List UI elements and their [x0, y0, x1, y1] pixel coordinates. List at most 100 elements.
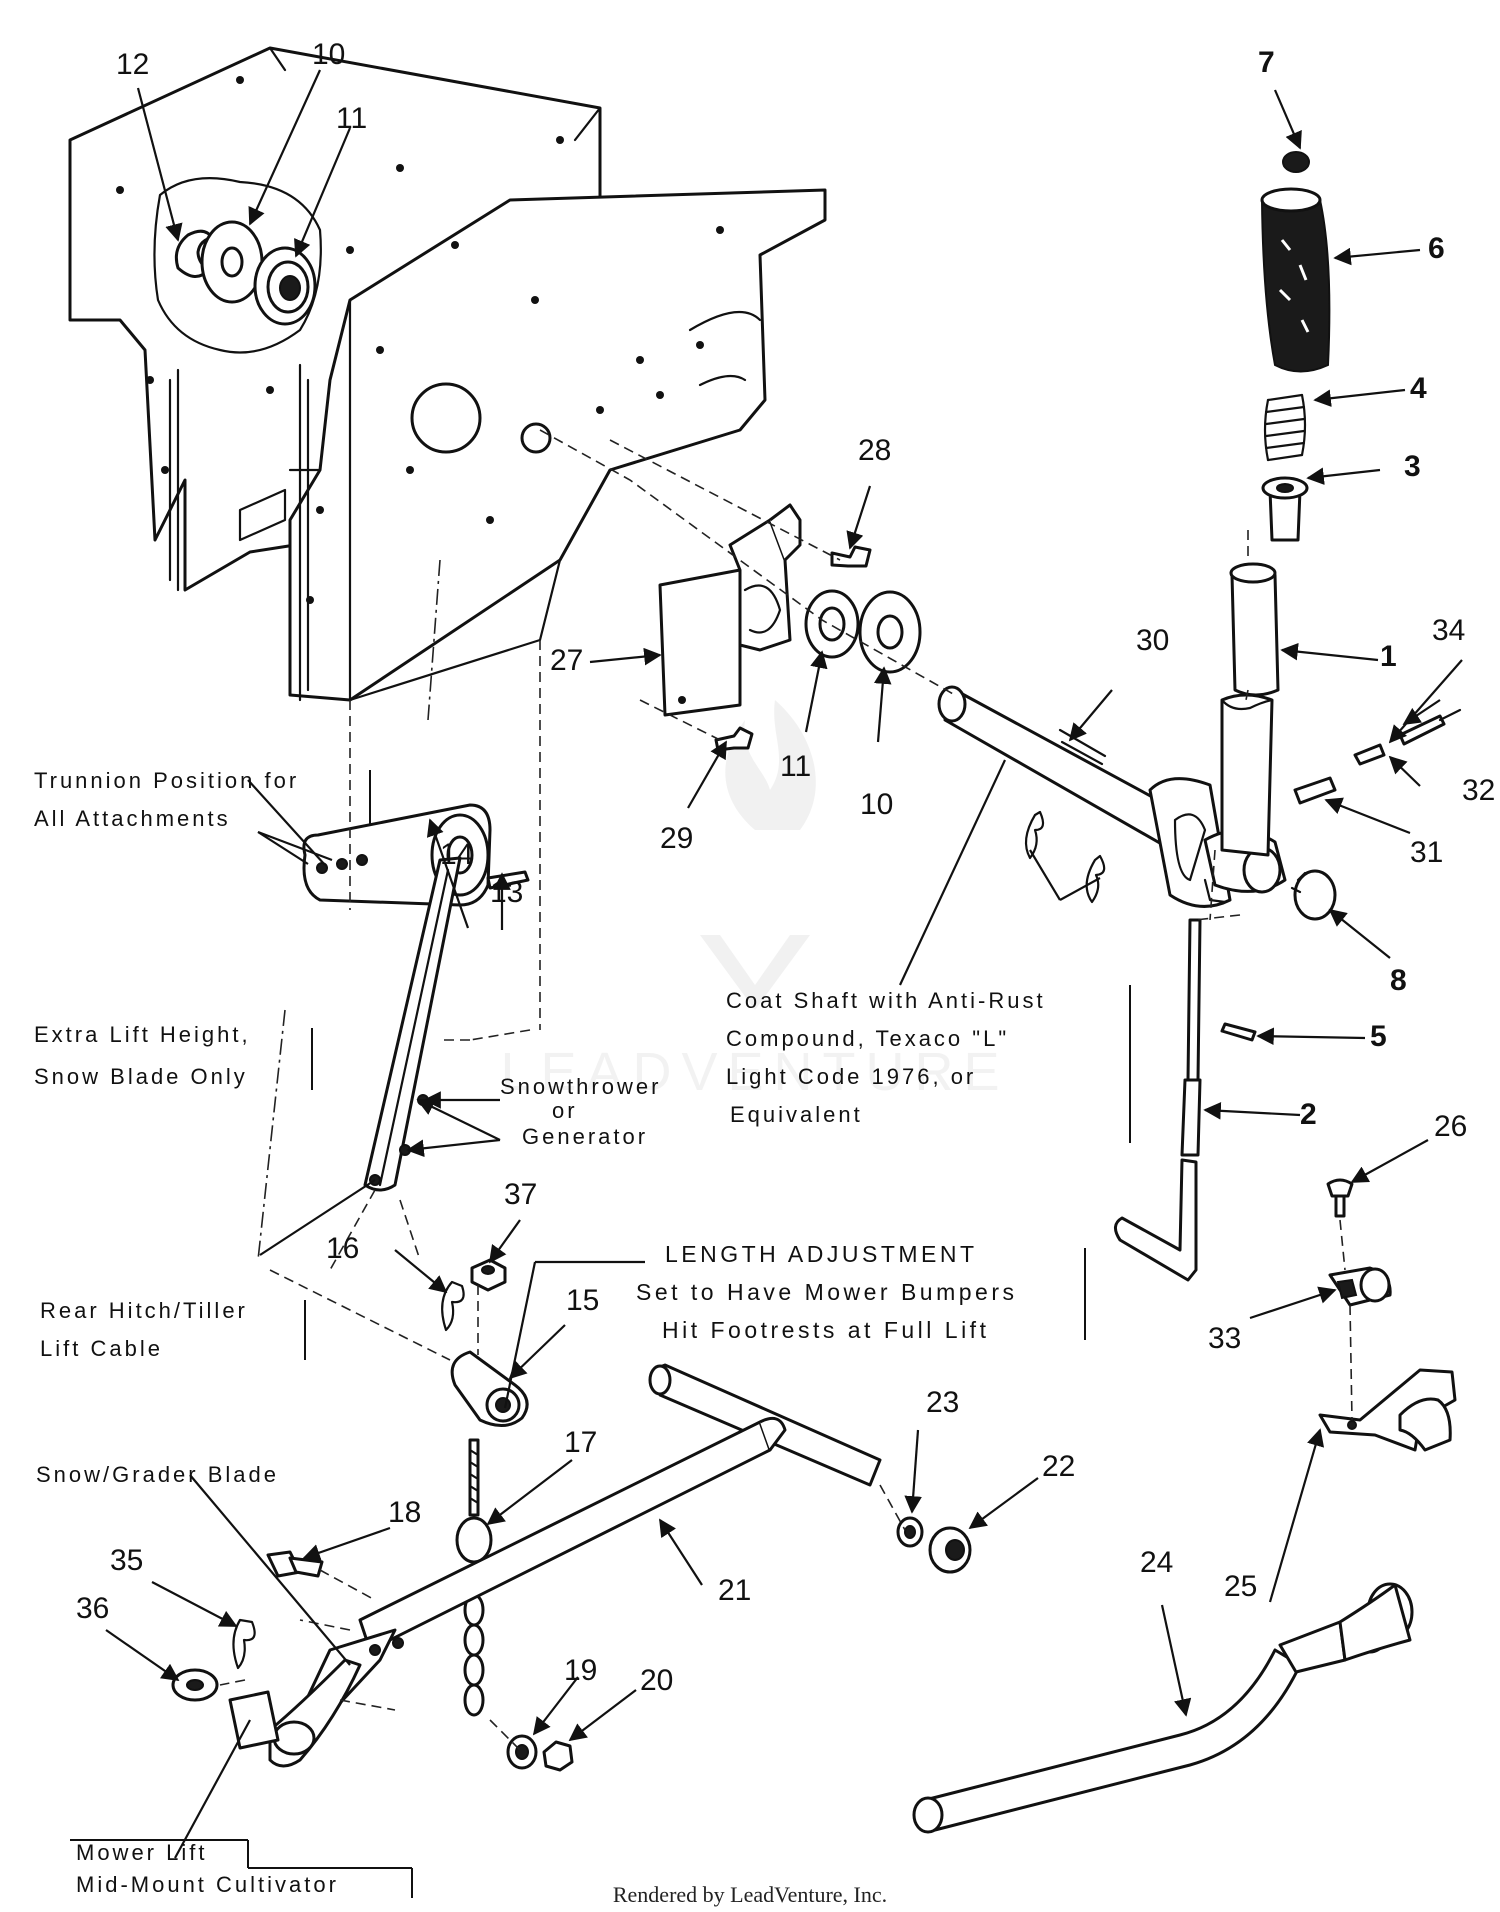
- callout-23: 23: [926, 1386, 959, 1419]
- note-coat-shaft-line4: Equivalent: [730, 1102, 863, 1127]
- callout-10-bracket: 10: [860, 788, 893, 821]
- callout-4: 4: [1410, 372, 1427, 405]
- note-length-adjust-line2: Set to Have Mower Bumpers: [636, 1279, 1018, 1305]
- callout-11-frame: 11: [336, 102, 367, 135]
- callout-16: 16: [326, 1232, 359, 1265]
- handle-grip-6: [1260, 187, 1331, 373]
- clip-23: [896, 1516, 924, 1548]
- callout-32: 32: [1462, 774, 1495, 807]
- callout-34: 34: [1432, 614, 1465, 647]
- nut-20: [542, 1740, 574, 1772]
- callout-12: 12: [116, 48, 149, 81]
- callout-3: 3: [1404, 450, 1421, 483]
- hairpin-16: [441, 1280, 465, 1332]
- watermark-flame-icon: [725, 700, 816, 830]
- note-extra-lift-line1: Extra Lift Height,: [34, 1022, 251, 1047]
- bushing-3: [1261, 476, 1309, 542]
- note-snowthrower-line1: Snowthrower: [500, 1074, 661, 1099]
- watermark: LEADVENTURE: [500, 700, 1009, 1102]
- callout-15: 15: [566, 1284, 599, 1317]
- credit-text: Rendered by LeadVenture, Inc.: [613, 1882, 887, 1907]
- lift-link-rod-2: [1114, 918, 1202, 1282]
- callout-14: 14: [440, 838, 473, 871]
- hairpin-clip-a: [1024, 810, 1045, 860]
- note-snow-grader: Snow/Grader Blade: [36, 1462, 279, 1487]
- note-coat-shaft-line1: Coat Shaft with Anti-Rust: [726, 988, 1046, 1013]
- frame-cutout-outline: [153, 177, 322, 354]
- callout-21: 21: [718, 1574, 751, 1607]
- mounting-bracket-27: [658, 503, 802, 717]
- lift-tube-24: [912, 1582, 1414, 1834]
- note-trunnion-line2: All Attachments: [34, 806, 231, 831]
- callout-31: 31: [1410, 836, 1443, 869]
- callout-numbers: 1 2 3 4 5 6 7 8 10 10 11 11 12 13 14 15 …: [76, 38, 1495, 1697]
- hairpin-clip-b: [1085, 854, 1106, 904]
- note-rear-hitch-line1: Rear Hitch/Tiller: [40, 1298, 248, 1323]
- note-coat-shaft-line3: Light Code 1976, or: [726, 1064, 976, 1089]
- watermark-text: LEADVENTURE: [500, 1042, 1009, 1102]
- bracket-25: [1318, 1368, 1457, 1452]
- note-mower-lift-line2: Mid-Mount Cultivator: [76, 1872, 339, 1897]
- frame-assembly: [68, 46, 827, 702]
- callout-5: 5: [1370, 1020, 1387, 1053]
- alignment-lines: [219, 429, 1353, 1751]
- note-extra-lift-line2: Snow Blade Only: [34, 1064, 248, 1089]
- callout-30: 30: [1136, 624, 1169, 657]
- callout-6: 6: [1428, 232, 1445, 265]
- clevis-15: [450, 1350, 529, 1427]
- callout-25: 25: [1224, 1570, 1257, 1603]
- callout-26: 26: [1434, 1110, 1467, 1143]
- note-mower-lift-line1: Mower Lift: [76, 1840, 207, 1865]
- frame-shaft-fittings: [153, 177, 322, 354]
- roll-pin-31: [1293, 776, 1337, 805]
- callout-8: 8: [1390, 964, 1407, 997]
- callout-27: 27: [550, 644, 583, 677]
- washer-36: [171, 1668, 219, 1702]
- screw-29: [714, 726, 754, 752]
- note-coat-shaft-line2: Compound, Texaco "L": [726, 1026, 1009, 1051]
- cap-7: [1282, 151, 1310, 173]
- spring-4: [1263, 393, 1307, 462]
- watermark-v-icon: [700, 935, 810, 1010]
- note-length-adjust-line3: Hit Footrests at Full Lift: [662, 1317, 989, 1343]
- pin-34: [1398, 708, 1462, 746]
- callout-11-bracket: 11: [780, 750, 811, 783]
- callout-19: 19: [564, 1654, 597, 1687]
- lift-shaft-30: [937, 685, 1287, 908]
- callout-36: 36: [76, 1592, 109, 1625]
- hairpin-35: [232, 1618, 256, 1670]
- nut-37: [470, 1258, 507, 1292]
- callout-2: 2: [1300, 1098, 1317, 1131]
- note-snowthrower-line2: or: [552, 1098, 578, 1123]
- handle-tube-1: [1230, 568, 1280, 697]
- screw-26: [1326, 1178, 1354, 1218]
- note-trunnion-line1: Trunnion Position for: [34, 768, 299, 793]
- annotation-notes: Trunnion Position for All Attachments Ex…: [34, 768, 1046, 1897]
- note-snowthrower-line3: Generator: [522, 1124, 648, 1149]
- callout-28: 28: [858, 434, 891, 467]
- bushing-22: [928, 1526, 972, 1574]
- callout-7: 7: [1258, 46, 1275, 79]
- screw-28: [830, 545, 872, 568]
- note-rear-hitch-line2: Lift Cable: [40, 1336, 163, 1361]
- callout-29: 29: [660, 822, 693, 855]
- pin-5: [1220, 1022, 1257, 1042]
- callout-13: 13: [490, 876, 523, 909]
- note-length-adjust-title: LENGTH ADJUSTMENT: [665, 1241, 978, 1267]
- clamp-33: [1328, 1266, 1392, 1307]
- callout-1: 1: [1380, 640, 1397, 673]
- callout-33: 33: [1208, 1322, 1241, 1355]
- callout-35: 35: [110, 1544, 143, 1577]
- callout-10-frame: 10: [312, 38, 345, 71]
- roll-pin-32: [1353, 743, 1386, 766]
- cap-8: [1290, 869, 1337, 921]
- callout-22: 22: [1042, 1450, 1075, 1483]
- note-brackets: [70, 770, 1131, 1898]
- front-frame-plate: [288, 188, 827, 702]
- callout-17: 17: [564, 1426, 597, 1459]
- callout-20: 20: [640, 1664, 673, 1697]
- callout-37: 37: [504, 1178, 537, 1211]
- callout-18: 18: [388, 1496, 421, 1529]
- callout-24: 24: [1140, 1546, 1173, 1579]
